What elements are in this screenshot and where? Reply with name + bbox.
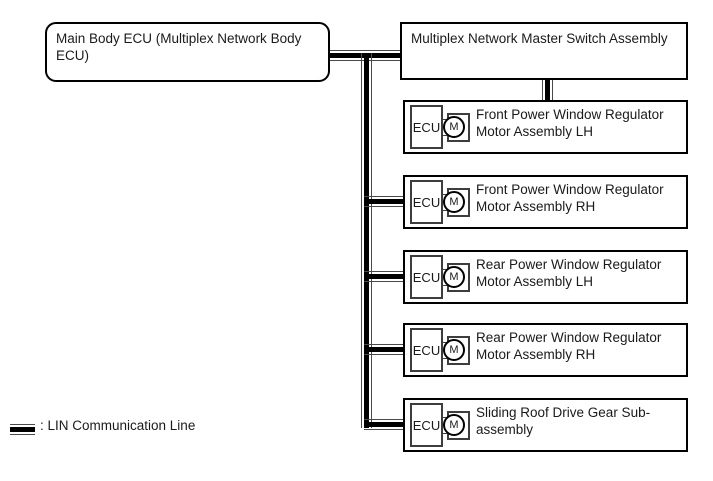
ecu-rect: ECU: [410, 105, 443, 149]
motor-icon: M: [443, 191, 465, 213]
device-label: Front Power Window Regulator Motor Assem…: [476, 182, 664, 214]
node-main-body-ecu-label: Main Body ECU (Multiplex Network Body EC…: [56, 31, 302, 63]
device-box-sliding-roof: ECU M Sliding Roof Drive Gear Sub-assemb…: [403, 398, 688, 452]
motor-icon: M: [443, 414, 465, 436]
lin-line-trunk-vertical: [361, 53, 372, 428]
node-main-body-ecu: Main Body ECU (Multiplex Network Body EC…: [45, 22, 330, 82]
lin-line-branch-device4: [364, 419, 405, 430]
device-box-rear-lh: ECU M Rear Power Window Regulator Motor …: [403, 250, 688, 304]
lin-line-branch-device2: [364, 271, 405, 282]
device-label: Front Power Window Regulator Motor Assem…: [476, 107, 664, 139]
device-box-front-lh: ECU M Front Power Window Regulator Motor…: [403, 100, 688, 154]
legend-label: : LIN Communication Line: [40, 418, 196, 433]
motor-icon: M: [443, 339, 465, 361]
node-master-switch-label: Multiplex Network Master Switch Assembly: [411, 31, 668, 46]
device-label: Rear Power Window Regulator Motor Assemb…: [476, 257, 662, 289]
lin-line-branch-device1: [364, 196, 405, 207]
ecu-rect: ECU: [410, 180, 443, 224]
device-label: Sliding Roof Drive Gear Sub-assembly: [476, 405, 651, 437]
lin-line-masterswitch-to-device0: [542, 78, 553, 102]
ecu-rect: ECU: [410, 403, 443, 447]
ecu-rect: ECU: [410, 255, 443, 299]
device-label: Rear Power Window Regulator Motor Assemb…: [476, 330, 662, 362]
motor-icon: M: [443, 116, 465, 138]
lin-line-branch-device3: [364, 344, 405, 355]
lin-line-legend-symbol: [10, 424, 35, 435]
device-box-front-rh: ECU M Front Power Window Regulator Motor…: [403, 175, 688, 229]
device-box-rear-rh: ECU M Rear Power Window Regulator Motor …: [403, 323, 688, 377]
motor-icon: M: [443, 266, 465, 288]
node-master-switch: Multiplex Network Master Switch Assembly: [400, 22, 688, 80]
ecu-rect: ECU: [410, 328, 443, 372]
